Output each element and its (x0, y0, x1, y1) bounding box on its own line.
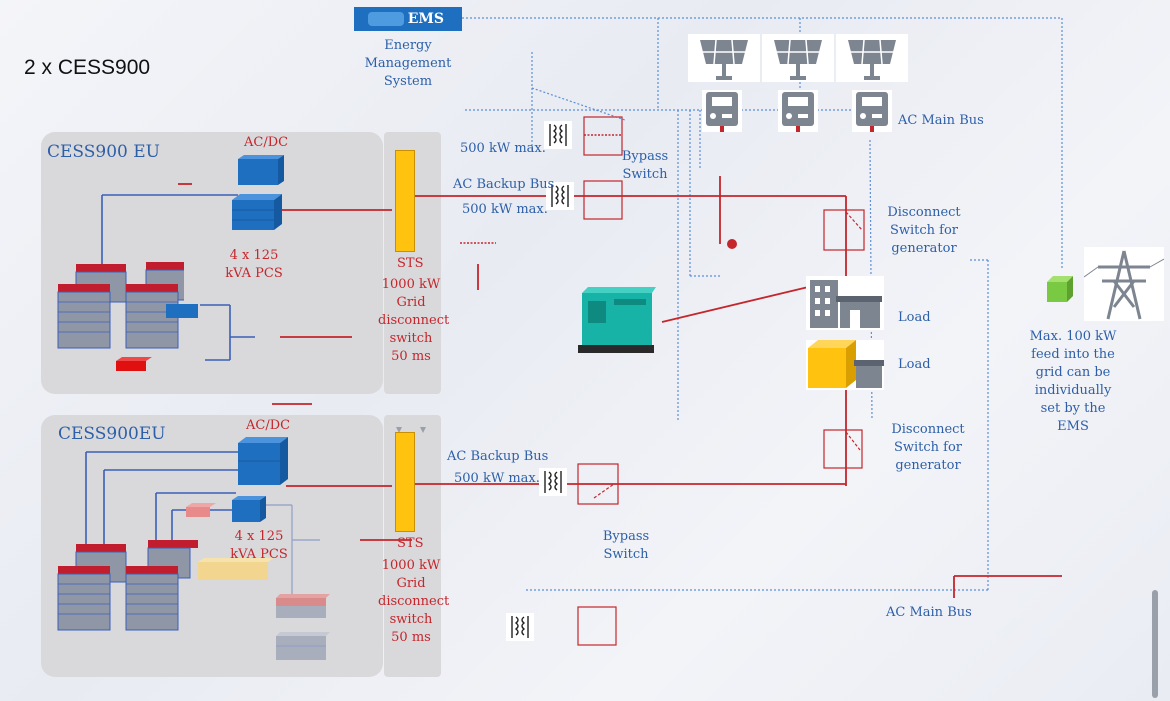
ems-logo-blur (368, 12, 404, 26)
battery-module-faded-icon (276, 632, 330, 660)
bottom-switch-line1: 1000 kW (381, 558, 441, 573)
disconnect-top-line1: Disconnect (887, 205, 961, 220)
top-switch-line3: disconnect (378, 313, 450, 328)
ac-main-bus-bottom-label: AC Main Bus (886, 605, 972, 620)
bottom-sts-bar (395, 432, 415, 532)
battery-module-red-icon (116, 356, 152, 371)
ems-caption: Energy Management System (360, 37, 456, 91)
load1-label: Load (898, 310, 931, 325)
bottom-sts-label: STS (397, 536, 424, 551)
top-grid-switch-label: 1000 kW Grid disconnect switch 50 ms (378, 276, 450, 366)
transformer-icon (546, 182, 574, 210)
bottom-switch-line4: switch (389, 612, 433, 627)
grid-note-line2: feed into the (1031, 347, 1115, 362)
bottom-bypass-line1: Bypass (602, 529, 650, 544)
top-pcs-line1: 4 x 125 (229, 248, 279, 263)
transformer-icon (544, 121, 572, 149)
ems-caption-line1: Energy (384, 38, 432, 53)
solar-panel-icon (836, 34, 908, 82)
disconnect-top-label: Disconnect Switch for generator (880, 204, 968, 258)
generator-icon (578, 287, 656, 357)
inverter-meter-icon (702, 90, 742, 132)
bottom-acdc-label: AC/DC (246, 418, 291, 433)
bottom-pcs-line1: 4 x 125 (234, 529, 284, 544)
top-bypass-line2: Switch (622, 167, 668, 182)
battery-rack-icon (56, 262, 196, 352)
bottom-backup-bus-label: AC Backup Bus (447, 449, 549, 464)
battery-module-pink-icon (186, 502, 216, 517)
disconnect-top-line3: generator (891, 241, 957, 256)
ems-box: EMS (354, 7, 462, 31)
ems-caption-line2: Management (364, 56, 452, 71)
bottom-bypass-label: Bypass Switch (601, 528, 651, 564)
acdc-converter-icon (238, 155, 284, 185)
battery-module-faded-icon (198, 558, 274, 580)
inverter-meter-icon (852, 90, 892, 132)
battery-rack-icon (56, 540, 206, 632)
top-system-name: CESS900 EU (47, 142, 160, 162)
bottom-grid-switch-label: 1000 kW Grid disconnect switch 50 ms (378, 557, 450, 647)
building-load-icon (806, 340, 884, 390)
bottom-system-name: CESS900EU (58, 424, 166, 444)
transformer-icon (506, 613, 534, 641)
top-switch-line4: switch (389, 331, 433, 346)
bottom-switch-line5: 50 ms (391, 630, 431, 645)
pcs-stack-icon (232, 496, 266, 522)
grid-note-line3: grid can be (1035, 365, 1111, 380)
top-pcs-label: 4 x 125 kVA PCS (224, 247, 284, 283)
disconnect-bottom-line1: Disconnect (891, 422, 965, 437)
scrollbar[interactable] (1152, 590, 1158, 698)
disconnect-top-line2: Switch for (889, 223, 959, 238)
grid-feed-note: Max. 100 kW feed into the grid can be in… (1026, 328, 1120, 436)
ac-main-bus-top-label: AC Main Bus (898, 113, 984, 128)
top-backup-bus-label: AC Backup Bus (453, 177, 555, 192)
green-meter-icon (1047, 276, 1073, 302)
pcs-stack-icon (232, 194, 282, 230)
grid-note-line4: individually (1034, 383, 1112, 398)
inverter-meter-icon (778, 90, 818, 132)
bottom-switch-line3: disconnect (378, 594, 450, 609)
disconnect-bottom-line2: Switch for (893, 440, 963, 455)
transformer-icon (539, 468, 567, 496)
top-switch-line5: 50 ms (391, 349, 431, 364)
solar-panel-icon (762, 34, 834, 82)
top-sts-label: STS (397, 256, 424, 271)
top-system-panel (41, 132, 383, 394)
pcs-module-icon (166, 304, 198, 318)
top-switch-line1: 1000 kW (381, 277, 441, 292)
top-bypass-line1: Bypass (621, 149, 669, 164)
grid-note-line1: Max. 100 kW (1029, 329, 1117, 344)
disconnect-bottom-label: Disconnect Switch for generator (884, 421, 972, 475)
top-bypass-label: Bypass Switch (620, 148, 670, 184)
battery-module-faded-icon (276, 594, 330, 618)
grid-note-line5: set by the (1040, 401, 1106, 416)
disconnect-bottom-line3: generator (895, 458, 961, 473)
top-backup-max-label: 500 kW max. (462, 202, 548, 217)
building-load-icon (806, 276, 884, 330)
page-title: 2 x CESS900 (24, 56, 151, 79)
sts-top-marks (394, 420, 430, 433)
ems-label: EMS (407, 11, 444, 27)
bottom-bypass-line2: Switch (603, 547, 649, 562)
top-transformer-max-label: 500 kW max. (460, 141, 546, 156)
bottom-switch-line2: Grid (396, 576, 426, 591)
top-switch-line2: Grid (396, 295, 426, 310)
ems-caption-line3: System (383, 74, 433, 89)
solar-panel-icon (688, 34, 760, 82)
bottom-backup-max-label: 500 kW max. (454, 471, 540, 486)
acdc-converter-icon (238, 437, 288, 485)
grid-pylon-icon (1083, 247, 1165, 321)
grid-note-line6: EMS (1057, 419, 1089, 434)
top-acdc-label: AC/DC (244, 135, 289, 150)
top-pcs-line2: kVA PCS (225, 266, 283, 281)
load2-label: Load (898, 357, 931, 372)
top-sts-bar (395, 150, 415, 252)
